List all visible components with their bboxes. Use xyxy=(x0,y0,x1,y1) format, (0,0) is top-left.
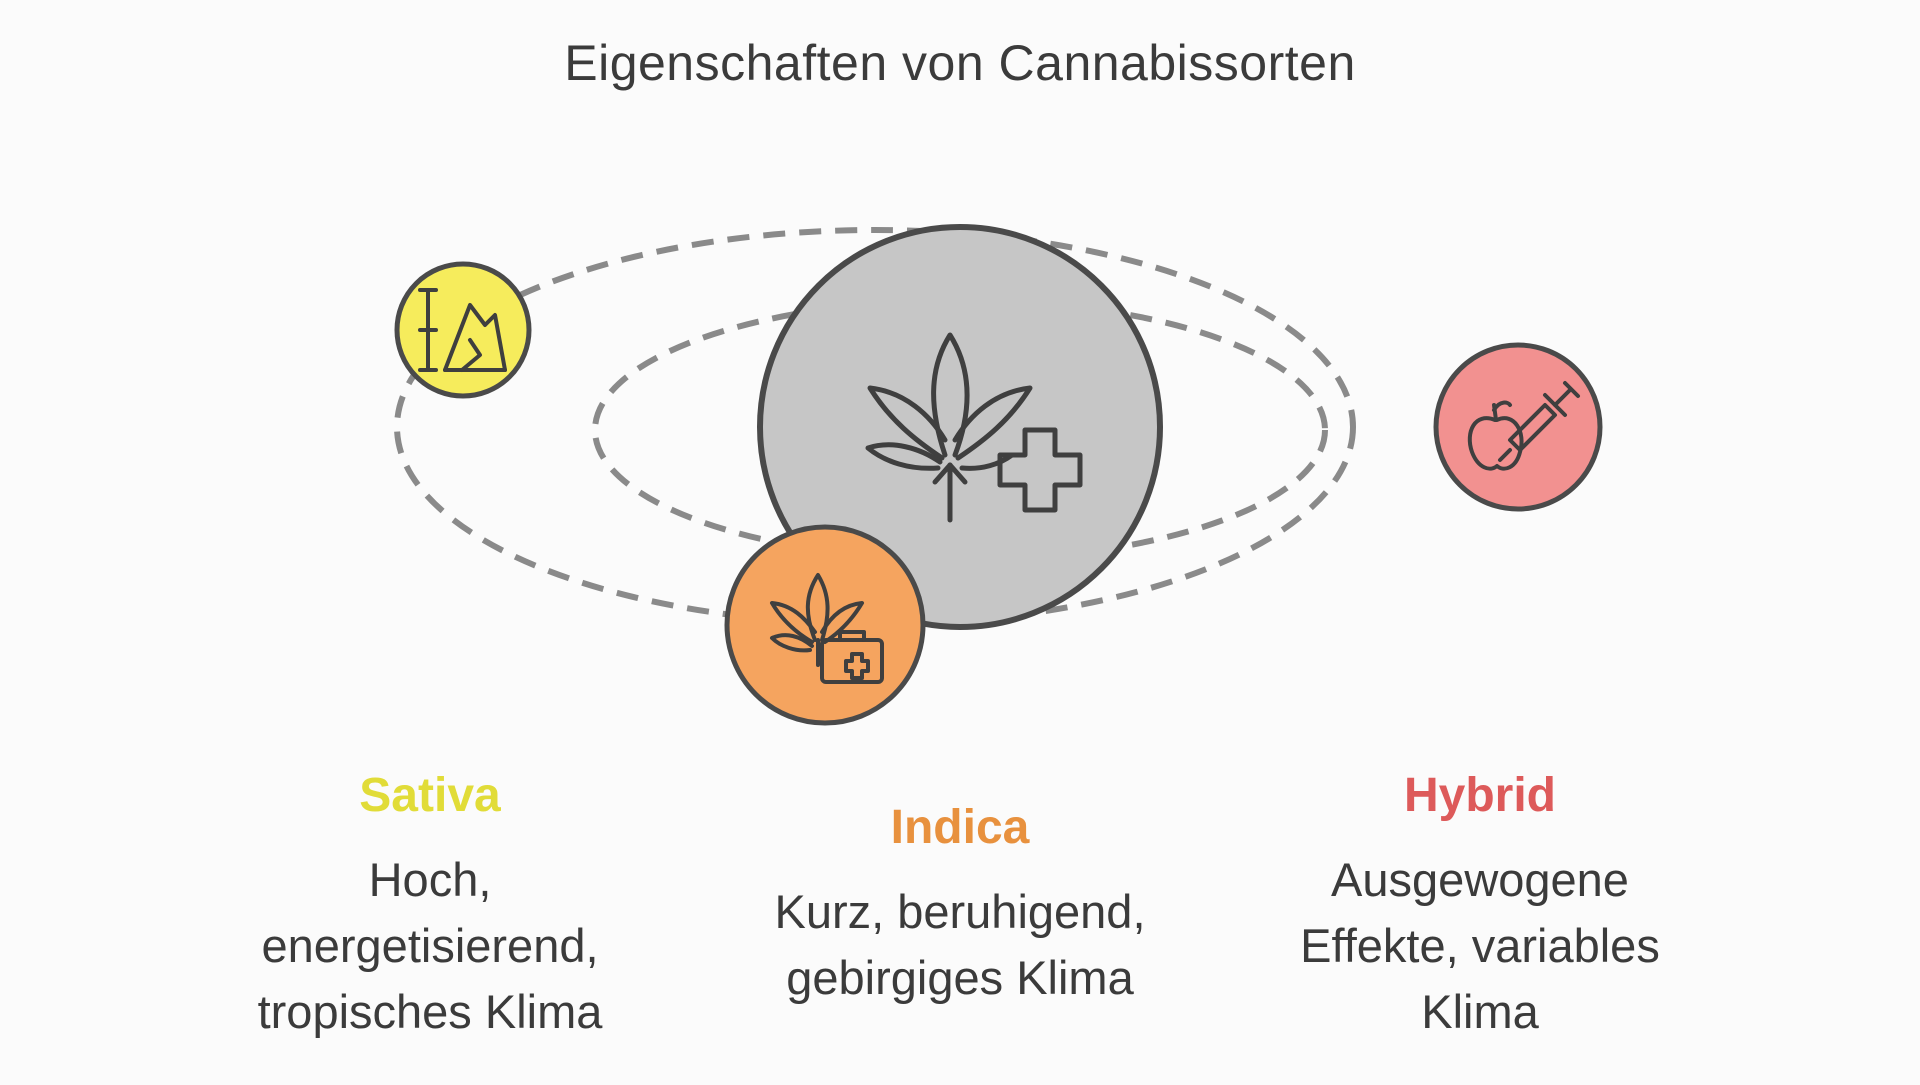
cannabis-leaf-growth-plus-icon xyxy=(865,332,1083,523)
indica-description: Kurz, beruhigend, gebirgiges Klima xyxy=(690,879,1230,1011)
sativa-node xyxy=(394,261,532,399)
sativa-desc-line: energetisierend, xyxy=(261,919,599,972)
hybrid-title: Hybrid xyxy=(1403,769,1556,822)
sativa-desc-line: Hoch, xyxy=(368,853,492,906)
apple-syringe-icon xyxy=(1467,381,1580,471)
hybrid-desc-line: Ausgewogene xyxy=(1331,853,1629,906)
indica-node xyxy=(724,524,926,726)
sativa-description: Hoch, energetisierend, tropisches Klima xyxy=(190,847,670,1045)
hybrid-desc-line: Effekte, variables xyxy=(1300,919,1660,972)
cannabis-medical-kit-icon xyxy=(770,573,884,684)
sativa-block: Sativa Hoch, energetisierend, tropisches… xyxy=(190,768,670,1045)
sativa-title: Sativa xyxy=(359,769,501,822)
diagram-title: Eigenschaften von Cannabissorten xyxy=(564,35,1356,91)
hybrid-description: Ausgewogene Effekte, variables Klima xyxy=(1240,847,1720,1045)
sativa-desc-line: tropisches Klima xyxy=(257,985,603,1038)
center-node xyxy=(757,224,1163,630)
indica-desc-line: gebirgiges Klima xyxy=(786,951,1134,1004)
hybrid-node xyxy=(1433,342,1603,512)
mountain-icon xyxy=(418,288,507,372)
hybrid-block: Hybrid Ausgewogene Effekte, variables Kl… xyxy=(1240,768,1720,1045)
indica-title: Indica xyxy=(890,801,1030,854)
hybrid-desc-line: Klima xyxy=(1421,985,1539,1038)
indica-block: Indica Kurz, beruhigend, gebirgiges Klim… xyxy=(690,800,1230,1011)
indica-desc-line: Kurz, beruhigend, xyxy=(774,885,1146,938)
